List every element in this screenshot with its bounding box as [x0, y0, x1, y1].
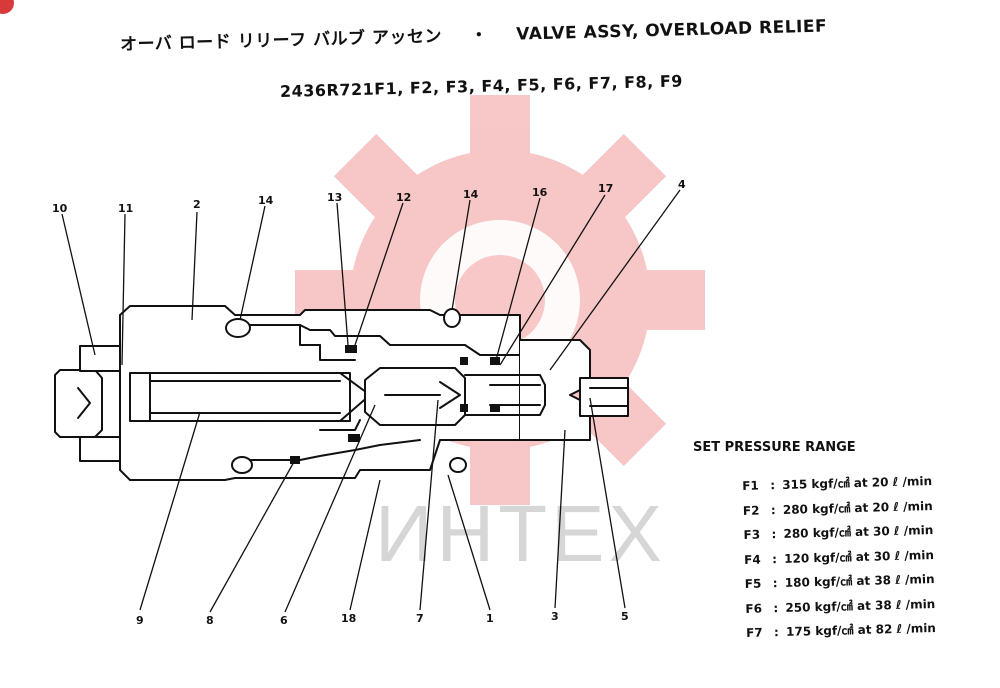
pressure-code: F7 — [745, 625, 763, 640]
pressure-code: F6 — [745, 601, 763, 616]
pressure-value: 180 kgf/㎠ at 38 ℓ /min — [784, 571, 935, 590]
callout-label: 6 — [280, 614, 288, 627]
set-pressure-title: SET PRESSURE RANGE — [693, 440, 856, 455]
callout-label: 2 — [193, 198, 201, 211]
pressure-code: F1 — [742, 478, 759, 493]
watermark-text: ИНТЕХ — [375, 489, 666, 578]
callout-label: 14 — [258, 194, 274, 207]
pressure-value: 280 kgf/㎠ at 30 ℓ /min — [783, 523, 934, 541]
pressure-value: 250 kgf/㎠ at 38 ℓ /min — [785, 596, 936, 615]
callout-label: 14 — [463, 188, 479, 201]
callout-label: 3 — [551, 610, 559, 623]
callout-label: 10 — [52, 202, 68, 215]
callout-label: 11 — [118, 202, 133, 215]
callout-label: 12 — [396, 191, 411, 204]
callout-label: 13 — [327, 191, 342, 204]
pressure-code: F2 — [742, 503, 760, 518]
corner-mark-icon — [0, 0, 14, 14]
callout-label: 4 — [678, 178, 686, 191]
pressure-code: F5 — [744, 576, 762, 591]
callout-label: 8 — [206, 614, 214, 627]
pressure-code: F3 — [743, 527, 761, 542]
callout-label: 17 — [598, 182, 613, 195]
pressure-value: 120 kgf/㎠ at 30 ℓ /min — [783, 547, 935, 566]
pressure-item: F7:175 kgf/㎠ at 82 ℓ /min — [745, 620, 937, 640]
callout-label: 5 — [621, 610, 629, 623]
callout-label: 7 — [416, 612, 424, 625]
pressure-value: 175 kgf/㎠ at 82 ℓ /min — [785, 620, 937, 639]
callout-label: 18 — [341, 612, 356, 625]
pressure-value: 315 kgf/㎠ at 20 ℓ /min — [782, 474, 933, 492]
pressure-range-list: F1:315 kgf/㎠ at 20 ℓ /min F2:280 kgf/㎠ a… — [742, 472, 936, 648]
callout-label: 9 — [136, 614, 144, 627]
callout-label: 1 — [486, 612, 494, 625]
pressure-code: F4 — [743, 552, 761, 567]
pressure-value: 280 kgf/㎠ at 20 ℓ /min — [782, 498, 933, 517]
callout-label: 16 — [532, 186, 548, 199]
